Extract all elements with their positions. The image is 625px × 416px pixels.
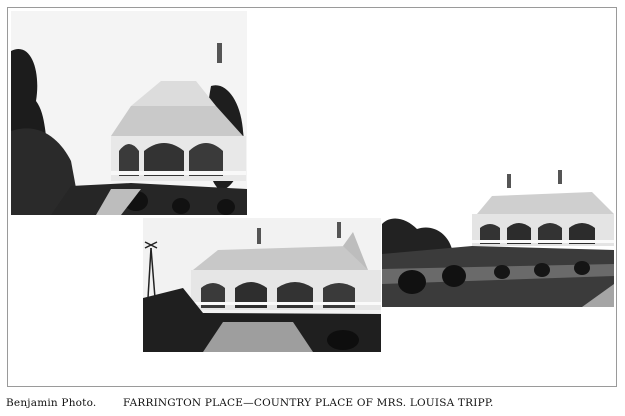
photo-house-top-left-image (11, 11, 247, 215)
photo-house-bottom-center-image (143, 218, 381, 352)
photo-house-bottom-center (143, 218, 381, 352)
photo-credit: Benjamin Photo. (6, 397, 97, 409)
caption-line: Benjamin Photo. FARRINGTON PLACE—COUNTRY… (6, 397, 618, 413)
photo-house-right-image (382, 14, 614, 307)
photo-plate (7, 7, 617, 387)
caption-title: FARRINGTON PLACE—COUNTRY PLACE OF MRS. L… (123, 397, 494, 409)
photo-house-right (382, 14, 614, 307)
photo-house-top-left (11, 11, 247, 215)
